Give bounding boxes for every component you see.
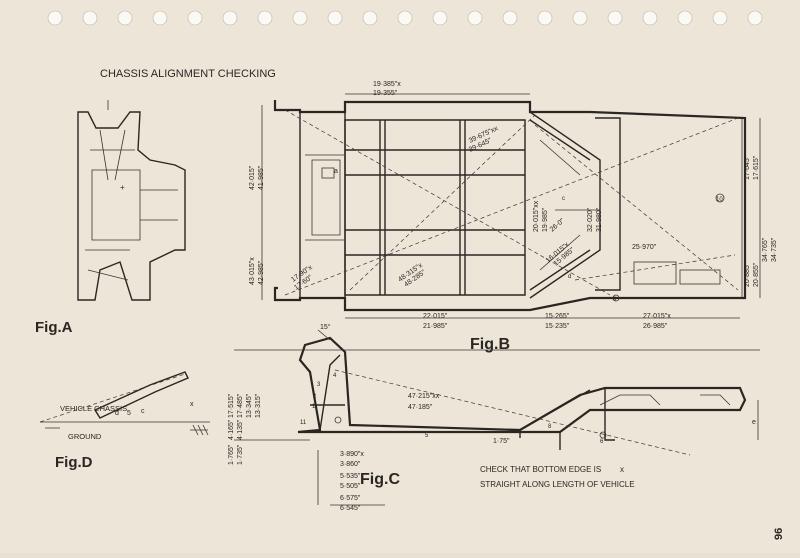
svg-text:42·015": 42·015" bbox=[249, 165, 256, 190]
fig-b-chassis-plan bbox=[261, 93, 761, 319]
svg-text:c: c bbox=[562, 196, 565, 202]
svg-text:32·020": 32·020" bbox=[587, 207, 594, 232]
svg-text:4·135": 4·135" bbox=[237, 419, 244, 440]
vehicle-chassis-label: VEHICLE CHASSIS bbox=[60, 404, 127, 413]
svg-text:4·165": 4·165" bbox=[228, 419, 235, 440]
svg-text:27·015"x: 27·015"x bbox=[643, 313, 671, 320]
svg-text:+: + bbox=[120, 183, 125, 192]
ground-label: GROUND bbox=[68, 432, 102, 441]
svg-text:31·980": 31·980" bbox=[596, 207, 603, 232]
svg-text:20·015"xx: 20·015"xx bbox=[533, 200, 540, 232]
svg-text:8: 8 bbox=[548, 424, 552, 430]
svg-text:15°: 15° bbox=[320, 323, 331, 331]
svg-text:11: 11 bbox=[300, 420, 307, 426]
svg-text:21·985": 21·985" bbox=[423, 323, 448, 330]
svg-text:42·985": 42·985" bbox=[258, 260, 265, 285]
svg-text:26·0": 26·0" bbox=[549, 217, 567, 233]
note-line-2: STRAIGHT ALONG LENGTH OF VEHICLE bbox=[480, 480, 635, 489]
binder-holes bbox=[47, 10, 763, 26]
svg-text:17·515": 17·515" bbox=[228, 393, 235, 418]
svg-text:6·545": 6·545" bbox=[340, 505, 361, 512]
svg-text:5·535": 5·535" bbox=[340, 473, 361, 480]
svg-text:3: 3 bbox=[317, 382, 321, 388]
svg-text:17·645": 17·645" bbox=[744, 155, 751, 180]
svg-text:1: 1 bbox=[312, 404, 316, 410]
svg-text:10: 10 bbox=[716, 197, 723, 203]
fig-c-label: Fig.C bbox=[360, 471, 400, 488]
svg-text:22·015": 22·015" bbox=[423, 313, 448, 320]
fig-d-ground-diagram bbox=[39, 371, 210, 436]
svg-text:x: x bbox=[620, 465, 624, 474]
svg-text:47·185": 47·185" bbox=[408, 404, 433, 411]
svg-text:13·345": 13·345" bbox=[246, 393, 253, 418]
svg-text:3·860": 3·860" bbox=[340, 461, 361, 468]
fig-b-label: Fig.B bbox=[470, 336, 510, 353]
svg-text:15·235": 15·235" bbox=[545, 323, 570, 330]
page-title: CHASSIS ALIGNMENT CHECKING bbox=[100, 68, 276, 80]
svg-text:34·765": 34·765" bbox=[762, 237, 769, 262]
page-number: 96 bbox=[773, 528, 785, 540]
svg-text:d: d bbox=[568, 274, 571, 280]
svg-text:17·615": 17·615" bbox=[753, 155, 760, 180]
svg-text:4: 4 bbox=[333, 373, 337, 379]
svg-text:17·485": 17·485" bbox=[237, 393, 244, 418]
svg-text:3·890"x: 3·890"x bbox=[340, 451, 364, 458]
fig-d-label: Fig.D bbox=[55, 454, 93, 471]
svg-text:1·75": 1·75" bbox=[493, 438, 510, 445]
svg-text:25·970": 25·970" bbox=[632, 244, 657, 251]
svg-text:a: a bbox=[334, 168, 338, 175]
svg-text:1·765": 1·765" bbox=[228, 444, 235, 465]
svg-text:e: e bbox=[752, 419, 756, 426]
svg-text:20·855": 20·855" bbox=[753, 262, 760, 287]
svg-text:34·735": 34·735" bbox=[771, 237, 778, 262]
svg-text:13·315": 13·315" bbox=[255, 393, 262, 418]
svg-text:5·505": 5·505" bbox=[340, 483, 361, 490]
svg-text:47·215"xx: 47·215"xx bbox=[408, 393, 440, 400]
svg-text:6: 6 bbox=[600, 439, 604, 445]
svg-text:20·885": 20·885" bbox=[744, 262, 751, 287]
fig-a-chassis-front-view: + bbox=[77, 100, 186, 301]
svg-text:9: 9 bbox=[613, 297, 617, 303]
fig-a-label: Fig.A bbox=[35, 319, 73, 336]
svg-text:2: 2 bbox=[313, 394, 317, 400]
fig-c-chassis-side-view bbox=[234, 329, 760, 506]
svg-text:c: c bbox=[141, 408, 145, 415]
svg-text:19·985": 19·985" bbox=[542, 207, 549, 232]
svg-text:19·385"x: 19·385"x bbox=[373, 81, 401, 88]
svg-text:x: x bbox=[190, 401, 194, 408]
svg-text:6·575": 6·575" bbox=[340, 495, 361, 502]
svg-text:26·985": 26·985" bbox=[643, 323, 668, 330]
svg-text:1·735": 1·735" bbox=[237, 444, 244, 465]
svg-text:15·265": 15·265" bbox=[545, 313, 570, 320]
svg-text:43·015"x: 43·015"x bbox=[249, 257, 256, 285]
svg-text:d: d bbox=[115, 410, 119, 417]
svg-text:41·985": 41·985" bbox=[258, 165, 265, 190]
svg-text:19·355": 19·355" bbox=[373, 90, 398, 97]
svg-text:5: 5 bbox=[127, 410, 131, 417]
note-line-1: CHECK THAT BOTTOM EDGE IS bbox=[480, 465, 601, 474]
svg-text:5: 5 bbox=[425, 433, 429, 439]
